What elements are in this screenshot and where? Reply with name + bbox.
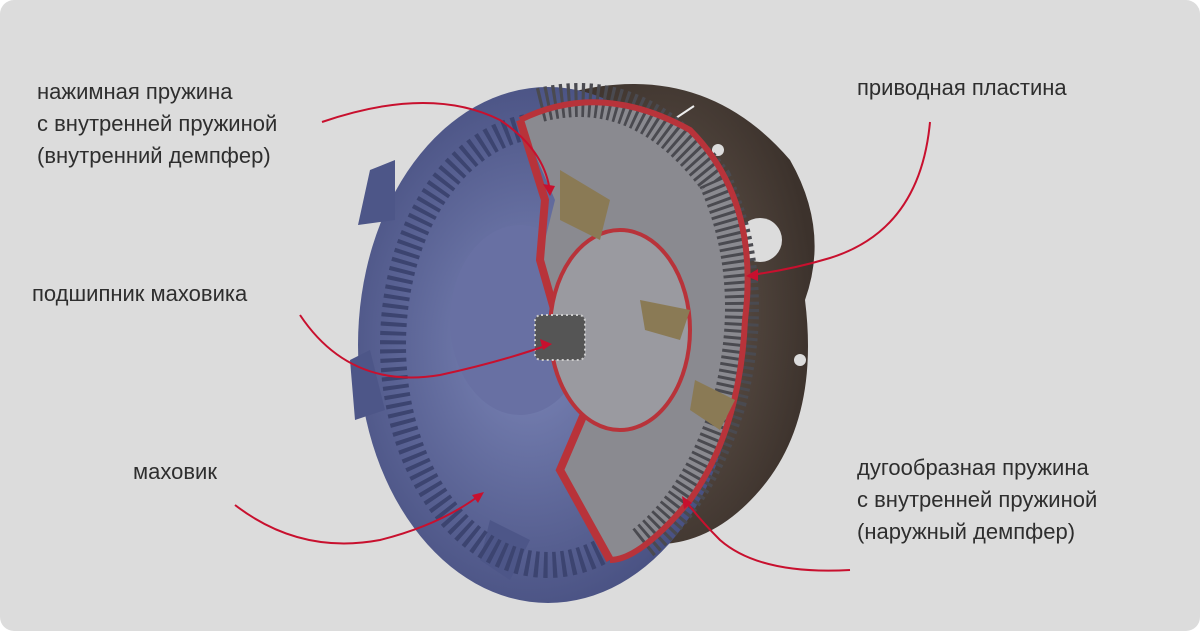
label-flywheel-bearing: подшипник маховика	[32, 278, 247, 310]
label-drive-plate: приводная пластина	[857, 72, 1067, 104]
pointer-arrows	[234, 102, 931, 572]
label-line: с внутренней пружиной	[37, 111, 278, 136]
label-line: маховик	[133, 459, 217, 484]
label-arc-spring: дугообразная пружина с внутренней пружин…	[857, 452, 1097, 548]
label-line: (наружный демпфер)	[857, 519, 1076, 544]
label-line: подшипник маховика	[32, 281, 248, 306]
label-pressure-spring: нажимная пружина с внутренней пружиной (…	[37, 76, 277, 172]
arrow-drive-plate	[749, 121, 931, 276]
arrow-pressure-spring	[321, 102, 551, 193]
label-line: нажимная пружина	[37, 79, 233, 104]
cutaway	[516, 83, 759, 563]
label-line: (внутренний демпфер)	[37, 143, 271, 168]
arrowheads	[472, 184, 758, 509]
arrow-flywheel	[234, 494, 481, 545]
arrow-arc-spring	[684, 499, 851, 572]
label-flywheel: маховик	[133, 456, 217, 488]
label-line: с внутренней пружиной	[857, 487, 1098, 512]
label-line: приводная пластина	[857, 75, 1067, 100]
arrow-bearing	[299, 314, 549, 379]
label-line: дугообразная пружина	[857, 455, 1089, 480]
